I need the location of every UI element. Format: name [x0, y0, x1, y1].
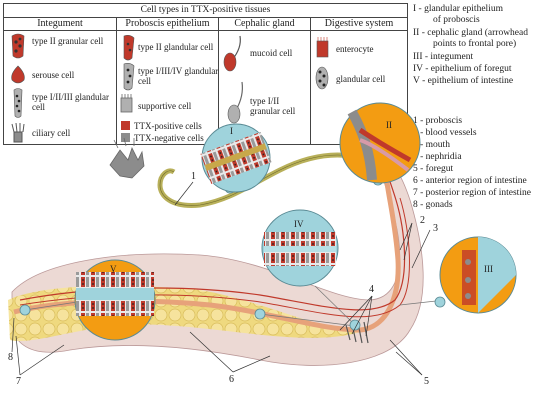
callout-4: 4 [369, 284, 374, 295]
magnified-circle-I [200, 123, 272, 193]
ciliary-cell-icon [11, 122, 25, 143]
circle-label-III: III [484, 264, 493, 274]
circle-label-I: I [230, 126, 233, 136]
roman-legend-line: points to frontal pore) [433, 39, 517, 49]
roman-legend-line: I - glandular epithelium [413, 4, 503, 14]
callout-1: 1 [191, 171, 196, 182]
integument-granular-label: type II granular cell [32, 36, 104, 46]
granular-cell-icon [11, 33, 25, 59]
digestive-glandular-cell-icon [315, 66, 329, 90]
callout-leaders [11, 181, 431, 376]
number-legend-line: 3 - mouth [413, 140, 450, 150]
proboscis-type-ii-label: type II glandular cell [138, 42, 214, 52]
table-icons [11, 33, 329, 143]
integument-serouse-label: serouse cell [32, 70, 75, 80]
proboscis-supportive-label: supportive cell [138, 101, 192, 111]
proboscis-glandular-cell-icon [123, 35, 135, 61]
cephalic-mucoid-label: mucoid cell [250, 48, 293, 58]
integument-ciliary-label: ciliary cell [32, 128, 71, 138]
circle-label-V: V [110, 264, 117, 274]
callout-2: 2 [420, 215, 425, 226]
callout-3: 3 [433, 223, 438, 234]
callout-5: 5 [424, 376, 429, 387]
foregut [359, 174, 401, 333]
proboscis-tip [109, 137, 145, 179]
integument-glandular-label: type I/II/III glandular cell [32, 92, 109, 112]
digestive-glandular-label: glandular cell [336, 74, 386, 84]
table-title: Cell types in TTX-positive tissues [4, 4, 407, 18]
proboscis-type-iiiiv-label: type I/III/IV glandular cell [138, 66, 219, 86]
supportive-cell-icon [120, 94, 133, 113]
number-legend-line: 8 - gonads [413, 200, 453, 210]
cell-types-table: Cell types in TTX-positive tissues Integ… [3, 3, 408, 145]
callout-8: 8 [8, 352, 13, 363]
number-legend-line: 1 - proboscis [413, 116, 463, 126]
number-legend-line: 2 - blood vessels [413, 128, 477, 138]
callout-7: 7 [16, 376, 21, 387]
circle-label-IV: IV [294, 219, 304, 229]
roman-legend-line: IV - epithelium of foregut [413, 64, 512, 74]
enterocyte-icon [316, 37, 329, 58]
magnified-circle-II [339, 102, 421, 184]
magnified-circle-V [74, 259, 156, 341]
digestive-enterocyte-label: enterocyte [336, 44, 374, 54]
callout-6: 6 [229, 374, 234, 385]
serouse-cell-icon [11, 65, 25, 84]
roman-legend-line: V - epithelium of intestine [413, 76, 514, 86]
number-legend-line: 7 - posterior region of intestine [413, 188, 531, 198]
magnified-circle-IV [261, 209, 339, 287]
roman-legend-line: III - integument [413, 52, 474, 62]
circle-label-II: II [386, 120, 392, 130]
worm-body [11, 160, 424, 366]
proboscis-type-iiiiv-cell-icon [123, 63, 135, 91]
ttx-positive-label: TTX-positive cells [134, 121, 202, 131]
mucoid-cell-icon [223, 35, 241, 72]
roman-legend-line: II - cephalic gland (arrowhead [413, 28, 528, 38]
cephalic-granular-cell-icon [227, 81, 243, 124]
number-legend-line: 6 - anterior region of intestine [413, 176, 527, 186]
ttx-negative-swatch-icon [121, 133, 130, 142]
roman-legend-line: of proboscis [433, 15, 480, 25]
header-digestive: Digestive system [311, 17, 407, 31]
ttx-negative-label: TTX-negative cells [134, 133, 204, 143]
cephalic-granular-label: type I/II granular cell [250, 96, 296, 116]
glandular-cell-icon [13, 88, 23, 118]
number-legend-line: 5 - foregut [413, 164, 454, 174]
number-legend-line: 4 - nephridia [413, 152, 462, 162]
ttx-positive-swatch-icon [121, 121, 130, 130]
magnified-circle-III [439, 236, 517, 314]
